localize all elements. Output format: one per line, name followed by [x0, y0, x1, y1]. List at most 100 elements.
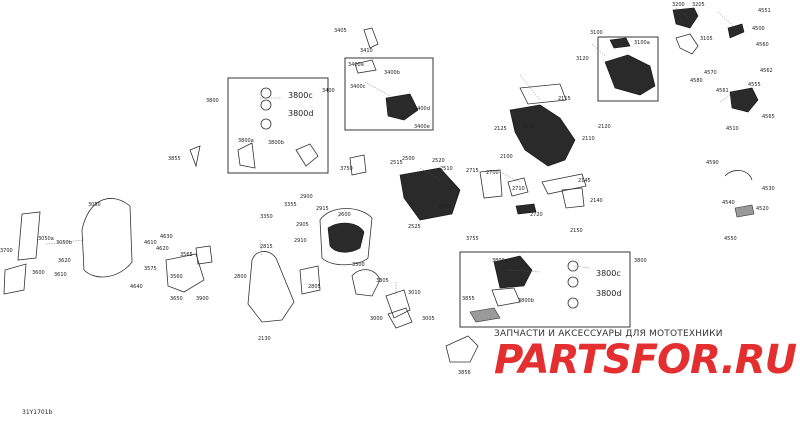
watermark-caption: ЗАПЧАСТИ И АКСЕССУАРЫ ДЛЯ МОТОТЕХНИКИ: [494, 329, 723, 339]
label-4510: 4510: [726, 126, 739, 132]
label-2915: 2915: [316, 206, 329, 212]
label-3755: 3755: [466, 236, 479, 242]
label-4530: 4530: [762, 186, 775, 192]
partsfor-logo: PARTSFOR.RU: [494, 337, 797, 383]
panel-3400: [385, 93, 419, 121]
bracket-2710: [507, 177, 529, 197]
light-lens-3800a: [237, 142, 256, 169]
label-2515: 2515: [390, 160, 403, 166]
clip-3800c-right-1: [567, 260, 579, 272]
part-3560: [165, 253, 205, 293]
label-2720: 2720: [530, 212, 543, 218]
label-2110: 2110: [582, 136, 595, 142]
label-2120: 2120: [598, 124, 611, 130]
part-3856: [445, 335, 479, 363]
front-frame-2100: [509, 104, 576, 167]
label-4562: 4562: [760, 68, 773, 74]
label-3800-right: 3800: [634, 258, 647, 264]
label-3400: 3400: [322, 88, 335, 94]
label-4630: 4630: [160, 234, 173, 240]
part-2515: [349, 154, 367, 176]
label-2900: 2900: [300, 194, 313, 200]
label-3100a: 3100a: [634, 40, 650, 46]
label-3200: 3200: [672, 2, 685, 8]
label-3050b: 3050b: [56, 240, 72, 246]
front-fairing-2600: [319, 208, 373, 266]
label-3600: 3600: [32, 270, 45, 276]
label-2105: 2105: [522, 124, 535, 130]
label-2815: 2815: [260, 244, 273, 250]
mirror-glass-3105: [675, 33, 699, 55]
frame-bracket-2105: [519, 83, 567, 105]
light-lens-3800b: [295, 143, 319, 167]
panel-2145: [541, 173, 587, 195]
label-3560: 3560: [170, 274, 183, 280]
label-2905: 2905: [296, 222, 309, 228]
clip-3800d-right: [567, 297, 579, 309]
light-housing-4560: [729, 87, 759, 113]
mount-2500: [399, 167, 461, 221]
deflector-3700: [3, 263, 27, 295]
label-4520: 4520: [756, 206, 769, 212]
headlight-3100: [604, 54, 656, 96]
label-2710: 2710: [512, 186, 525, 192]
part-labels: 3200 3205 4551 4500 3100 3100a 3105 3120…: [0, 2, 775, 376]
label-3800d: 3800d: [288, 109, 313, 118]
label-2125: 2125: [494, 126, 507, 132]
label-3100: 3100: [590, 30, 603, 36]
label-2100: 2100: [500, 154, 513, 160]
group-box-3400: [344, 57, 434, 131]
nose-panel-2800: [247, 251, 295, 323]
label-3855-right: 3855: [462, 296, 475, 302]
label-2600: 2600: [338, 212, 351, 218]
label-3120: 3120: [576, 56, 589, 62]
group-box-3800-left: [227, 77, 329, 174]
label-4500: 4500: [752, 26, 765, 32]
label-4540: 4540: [722, 200, 735, 206]
label-4640: 4640: [130, 284, 143, 290]
deflector-3050a: [17, 211, 41, 261]
label-3400a: 3400a: [348, 62, 364, 68]
label-4555: 4555: [748, 82, 761, 88]
label-2700: 2700: [486, 170, 499, 176]
headlight-part-3100a: [609, 37, 631, 49]
label-3800a-right: 3800a: [492, 258, 508, 264]
label-3610: 3610: [54, 272, 67, 278]
mirror-housing-3200: [672, 7, 699, 29]
bracket-2700: [479, 169, 503, 199]
windshield-3050: [81, 198, 133, 278]
label-3005: 3005: [422, 316, 435, 322]
label-2715: 2715: [466, 168, 479, 174]
label-2115: 2115: [558, 96, 571, 102]
group-box-3800-right: [459, 251, 631, 328]
panel-2140: [561, 187, 585, 209]
label-3800: 3800: [206, 98, 219, 104]
label-3800c-right: 3800c: [596, 269, 621, 278]
label-3050a: 3050a: [38, 236, 54, 242]
label-2520: 2520: [432, 158, 445, 164]
label-3205: 3205: [692, 2, 705, 8]
label-4610: 4610: [144, 240, 157, 246]
light-3855-right: [469, 307, 501, 323]
label-3650: 3650: [170, 296, 183, 302]
fairing-inner-2600: [327, 222, 365, 253]
clip-3800c-2: [260, 99, 272, 111]
label-4590: 4590: [706, 160, 719, 166]
label-3400c: 3400c: [350, 84, 366, 90]
label-2145: 2145: [578, 178, 591, 184]
label-3410: 3410: [360, 48, 373, 54]
label-3800c: 3800c: [288, 91, 313, 100]
label-3700: 3700: [0, 248, 13, 254]
label-4560: 4560: [756, 42, 769, 48]
part-3005: [387, 307, 413, 329]
label-3050: 3050: [88, 202, 101, 208]
label-3750: 3750: [340, 166, 353, 172]
label-3300: 3300: [352, 262, 365, 268]
label-4561: 4561: [716, 88, 729, 94]
label-3565: 3565: [180, 252, 193, 258]
label-3575: 3575: [144, 266, 157, 272]
label-4580: 4580: [690, 78, 703, 84]
label-3355: 3355: [284, 202, 297, 208]
label-2140: 2140: [590, 198, 603, 204]
fastener-3410: [363, 27, 379, 49]
